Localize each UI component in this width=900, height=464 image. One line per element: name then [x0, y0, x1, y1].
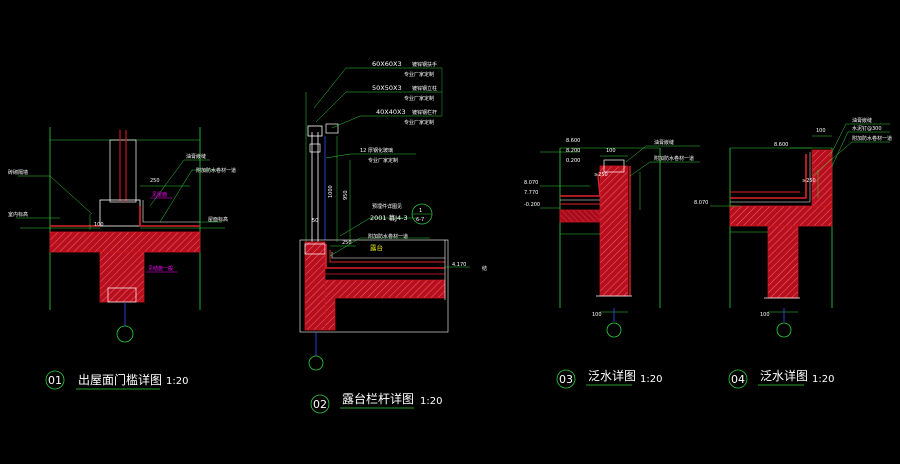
d1-label-right-low: 屋面标高	[208, 216, 228, 223]
d1-label-left-top: 砖砌隔墙	[8, 169, 28, 176]
d1-label-right-mid: 附加防水卷材一道	[196, 167, 236, 174]
d3-elev5: 7.770	[524, 190, 538, 196]
d2-pipe2-note: 镀锌钢立柱	[412, 85, 437, 92]
d2-dim-250: 250	[342, 240, 352, 246]
d1-threshold	[99, 199, 141, 227]
d2-pipe1-note: 镀锌钢扶手	[412, 61, 437, 68]
d2-bar: 12 厚钢化玻璃	[360, 147, 393, 154]
d4-title: 泛水详图	[760, 368, 808, 383]
detail-03: 8.600 8.200 0.200 8.070 7.770 -0.200 油膏嵌…	[524, 138, 700, 389]
d1-dim-100: 100	[94, 222, 104, 228]
d4-beam	[767, 225, 799, 299]
d1-dim-250: 250	[150, 178, 160, 184]
d2-number: 02	[313, 398, 327, 411]
d3-elev2: 8.200	[566, 148, 580, 154]
d3-elev1: 8.600	[566, 138, 580, 144]
d2-axis-bubble	[308, 355, 324, 371]
d2-ref-circle-bottom: 6-7	[416, 217, 424, 223]
d1-number: 01	[48, 374, 62, 387]
d2-ref-circle-top: 1	[419, 208, 422, 214]
d4-dim-250: ≥250	[802, 178, 816, 184]
d4-number-bubble	[728, 369, 748, 389]
d1-title: 出屋面门槛详图	[78, 372, 162, 387]
d1-axis-bubble	[116, 325, 134, 343]
d3-axis-bubble	[606, 322, 622, 338]
d3-wall	[599, 165, 629, 297]
d2-handrail	[307, 125, 323, 137]
d2-parapet	[304, 241, 326, 331]
d3-dim-250: ≥250	[594, 172, 608, 178]
d3-number-bubble	[556, 369, 576, 389]
d4-note1: 油膏嵌缝	[852, 117, 872, 124]
d2-number-bubble	[310, 394, 330, 414]
d3-dim-100: 100	[606, 148, 616, 154]
d4-dim-100: 100	[816, 128, 826, 134]
d2-pipe1: 60X60X3	[372, 60, 402, 68]
d1-waterproof	[139, 206, 200, 227]
d2-elev-note: 结	[482, 265, 487, 272]
d3-elev3: 0.200	[566, 158, 580, 164]
d2-pipe2: 50X50X3	[372, 84, 402, 92]
d2-dim-50: 50	[312, 218, 318, 224]
d3-slab	[559, 209, 601, 223]
d4-note2: 水泥钉@300	[852, 125, 882, 132]
d3-note1: 油膏嵌缝	[654, 139, 674, 146]
d1-label-left-mid: 室内标高	[8, 211, 28, 218]
d4-dim-100b: 100	[760, 312, 770, 318]
d2-elev: 4.170	[452, 262, 466, 268]
d2-embed: 预埋件详图见	[372, 203, 402, 210]
d4-elev1: 8.600	[774, 142, 788, 148]
d3-title: 泛水详图	[588, 368, 636, 383]
d2-pipe1-note2: 专业厂家定制	[404, 71, 434, 78]
d2-balcony: 露台	[370, 243, 383, 252]
d1-beam	[99, 251, 145, 303]
d2-pipe3-note: 镀锌钢栏杆	[412, 109, 437, 116]
d3-dim-100b: 100	[592, 312, 602, 318]
d2-slab	[324, 279, 446, 331]
d1-label-right-top: 油膏嵌缝	[186, 153, 206, 160]
d4-slab	[729, 205, 833, 227]
d4-note3: 附加防水卷材一道	[852, 135, 892, 142]
d2-waterproof-label: 附加防水卷材一道	[368, 233, 408, 240]
d4-axis-bubble	[776, 322, 792, 338]
d3-elev6: -0.200	[524, 202, 540, 208]
d2-scale: 1:20	[420, 396, 442, 407]
d3-scale: 1:20	[640, 374, 662, 385]
detail-01: 砖砌隔墙 室内标高 油膏嵌缝 附加防水卷材一道 屋面标高 250 100 见屋面…	[8, 127, 236, 390]
d4-elev2: 8.070	[694, 200, 708, 206]
d1-magenta-bottom: 见结施一般	[148, 265, 173, 272]
d1-door-frame	[109, 139, 137, 203]
d2-pipe2-note2: 专业厂家定制	[404, 95, 434, 102]
d2-pipe3: 40X40X3	[376, 108, 406, 116]
d1-number-bubble	[45, 370, 65, 390]
d1-scale: 1:20	[166, 376, 188, 387]
detail-02: 60X60X3 镀锌钢扶手 专业厂家定制 50X50X3 镀锌钢立柱 专业厂家定…	[299, 60, 487, 414]
d4-waterproof	[730, 154, 807, 199]
d3-elev4: 8.070	[524, 180, 538, 186]
d2-waterproof	[325, 244, 445, 269]
d4-upstand	[811, 149, 833, 207]
d3-number: 03	[559, 373, 573, 386]
detail-04: 8.600 8.070 油膏嵌缝 水泥钉@300 附加防水卷材一道 ≥250 1…	[694, 117, 892, 389]
d2-ref: 2001 幕J4-3	[370, 213, 408, 222]
d1-magenta-top: 见屋面	[152, 192, 167, 198]
d4-number: 04	[731, 373, 745, 386]
d2-bar-note: 专业厂家定制	[368, 157, 398, 164]
d3-note2: 附加防水卷材一道	[654, 155, 694, 162]
d4-scale: 1:20	[812, 374, 834, 385]
d2-dim-1000: 1000	[328, 185, 334, 198]
d2-dim-950: 950	[343, 190, 349, 200]
d1-slab	[49, 231, 201, 253]
d2-pipe3-note2: 专业厂家定制	[404, 119, 434, 126]
d2-title: 露台栏杆详图	[342, 391, 414, 406]
